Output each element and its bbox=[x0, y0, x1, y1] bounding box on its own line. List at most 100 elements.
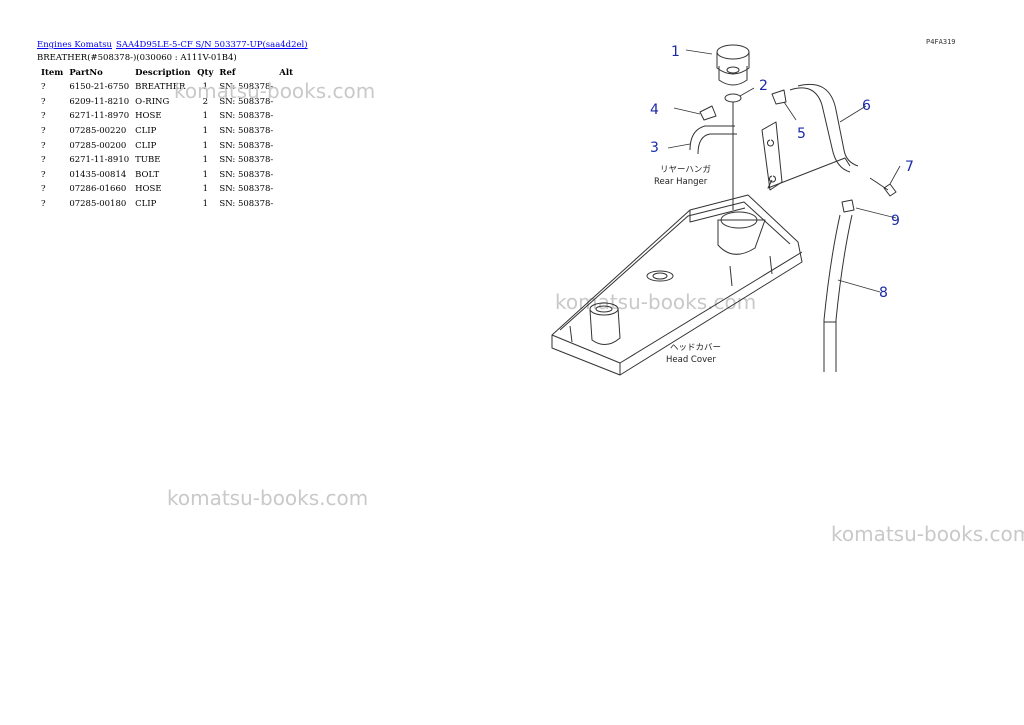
cell-item: ? bbox=[41, 111, 46, 122]
tube-illustration bbox=[789, 84, 859, 173]
cell-ref: SN: 508378- bbox=[219, 199, 274, 210]
cell-description: CLIP bbox=[135, 126, 157, 137]
cell-item: ? bbox=[41, 96, 46, 107]
cell-item: ? bbox=[41, 169, 46, 180]
hose-illustration bbox=[823, 214, 853, 372]
table-row: ? 6271-11-8910 TUBE 1 SN: 508378- bbox=[37, 153, 302, 168]
parts-table: Item PartNo Description Qty Ref Alt ? 615… bbox=[37, 66, 302, 211]
cell-ref: SN: 508378- bbox=[219, 126, 274, 137]
clip-illustration bbox=[841, 199, 855, 213]
callout-4: 4 bbox=[650, 102, 659, 118]
cell-qty: 1 bbox=[202, 111, 208, 122]
cell-description: BREATHER bbox=[135, 82, 186, 93]
cell-partno: 07285-00180 bbox=[69, 199, 127, 210]
cell-item: ? bbox=[41, 82, 46, 93]
clip-illustration bbox=[771, 89, 787, 105]
callout-7: 7 bbox=[905, 159, 914, 175]
rear-hanger-illustration bbox=[761, 121, 783, 191]
callout-8: 8 bbox=[879, 285, 888, 301]
cell-qty: 1 bbox=[202, 155, 208, 166]
rear-hanger-label-jp: リヤーハンガ bbox=[660, 164, 711, 175]
cell-ref: SN: 508378- bbox=[219, 140, 274, 151]
cell-ref: SN: 508378- bbox=[219, 96, 274, 107]
head-cover-illustration bbox=[551, 194, 803, 376]
cell-partno: 6271-11-8970 bbox=[69, 111, 130, 122]
clip-illustration bbox=[699, 105, 717, 121]
cell-qty: 1 bbox=[202, 184, 208, 195]
callout-5: 5 bbox=[797, 126, 806, 142]
cell-partno: 07285-00220 bbox=[69, 126, 127, 137]
cell-item: ? bbox=[41, 184, 46, 195]
cell-qty: 1 bbox=[202, 199, 208, 210]
cell-description: HOSE bbox=[135, 111, 162, 122]
callout-1: 1 bbox=[671, 44, 680, 60]
cell-partno: 07285-00200 bbox=[69, 140, 127, 151]
cell-alt bbox=[276, 197, 302, 212]
watermark: komatsu-books.com bbox=[831, 522, 1024, 546]
cell-alt bbox=[276, 80, 302, 95]
cell-partno: 6209-11-8210 bbox=[69, 96, 130, 107]
cell-description: HOSE bbox=[135, 184, 162, 195]
cell-alt bbox=[276, 138, 302, 153]
cell-description: CLIP bbox=[135, 140, 157, 151]
callout-leader-lines bbox=[667, 49, 901, 293]
table-row: ? 6150-21-6750 BREATHER 1 SN: 508378- bbox=[37, 80, 302, 95]
rear-hanger-leader bbox=[767, 157, 851, 189]
col-header-alt: Alt bbox=[279, 68, 294, 78]
col-header-partno: PartNo bbox=[69, 68, 103, 78]
callout-9: 9 bbox=[891, 213, 900, 229]
rear-hanger-label-en: Rear Hanger bbox=[654, 177, 708, 187]
cell-ref: SN: 508378- bbox=[219, 155, 274, 166]
watermark: komatsu-books.com bbox=[167, 486, 369, 510]
col-header-item: Item bbox=[41, 68, 64, 78]
cell-partno: 01435-00814 bbox=[69, 169, 127, 180]
cell-partno: 6150-21-6750 bbox=[69, 82, 130, 93]
cell-qty: 1 bbox=[202, 126, 208, 137]
diagram-code: P4FA319 bbox=[926, 38, 956, 46]
table-row: ? 07286-01660 HOSE 1 SN: 508378- bbox=[37, 182, 302, 197]
cell-ref: SN: 508378- bbox=[219, 82, 274, 93]
col-header-qty: Qty bbox=[197, 68, 214, 78]
col-header-ref: Ref bbox=[219, 68, 236, 78]
cell-alt bbox=[276, 153, 302, 168]
callout-6: 6 bbox=[862, 98, 871, 114]
head-cover-label-en: Head Cover bbox=[666, 355, 716, 365]
cell-description: O-RING bbox=[135, 96, 170, 107]
callout-3: 3 bbox=[650, 140, 659, 156]
cell-qty: 1 bbox=[202, 169, 208, 180]
cell-qty: 2 bbox=[202, 96, 208, 107]
table-header-row: Item PartNo Description Qty Ref Alt bbox=[37, 66, 302, 80]
cell-description: BOLT bbox=[135, 169, 160, 180]
cell-qty: 1 bbox=[202, 82, 208, 93]
table-row: ? 01435-00814 BOLT 1 SN: 508378- bbox=[37, 168, 302, 183]
cell-alt bbox=[276, 168, 302, 183]
bolt-illustration bbox=[869, 177, 897, 197]
breadcrumb-link-model[interactable]: SAA4D95LE-5-CF S/N 503377-UP(saa4d2el) bbox=[116, 40, 308, 50]
cell-alt bbox=[276, 109, 302, 124]
cell-partno: 07286-01660 bbox=[69, 184, 127, 195]
cell-ref: SN: 508378- bbox=[219, 184, 274, 195]
cell-ref: SN: 508378- bbox=[219, 169, 274, 180]
exploded-parts-diagram: 1 2 3 4 5 6 7 8 9 リヤーハンガ Rear Hanger ヘッド… bbox=[551, 38, 956, 376]
cell-item: ? bbox=[41, 199, 46, 210]
o-ring-illustration bbox=[724, 93, 742, 103]
cell-item: ? bbox=[41, 155, 46, 166]
callout-2: 2 bbox=[759, 78, 768, 94]
table-row: ? 6209-11-8210 O-RING 2 SN: 508378- bbox=[37, 95, 302, 110]
col-header-description: Description bbox=[135, 68, 191, 78]
cell-alt bbox=[276, 95, 302, 110]
cell-item: ? bbox=[41, 140, 46, 151]
breadcrumb-link-engines[interactable]: Engines Komatsu bbox=[37, 40, 113, 50]
cell-description: TUBE bbox=[135, 155, 161, 166]
cell-alt bbox=[276, 124, 302, 139]
head-cover-label-jp: ヘッドカバー bbox=[670, 343, 721, 353]
cell-alt bbox=[276, 182, 302, 197]
cell-partno: 6271-11-8910 bbox=[69, 155, 130, 166]
hose-illustration bbox=[689, 125, 737, 155]
